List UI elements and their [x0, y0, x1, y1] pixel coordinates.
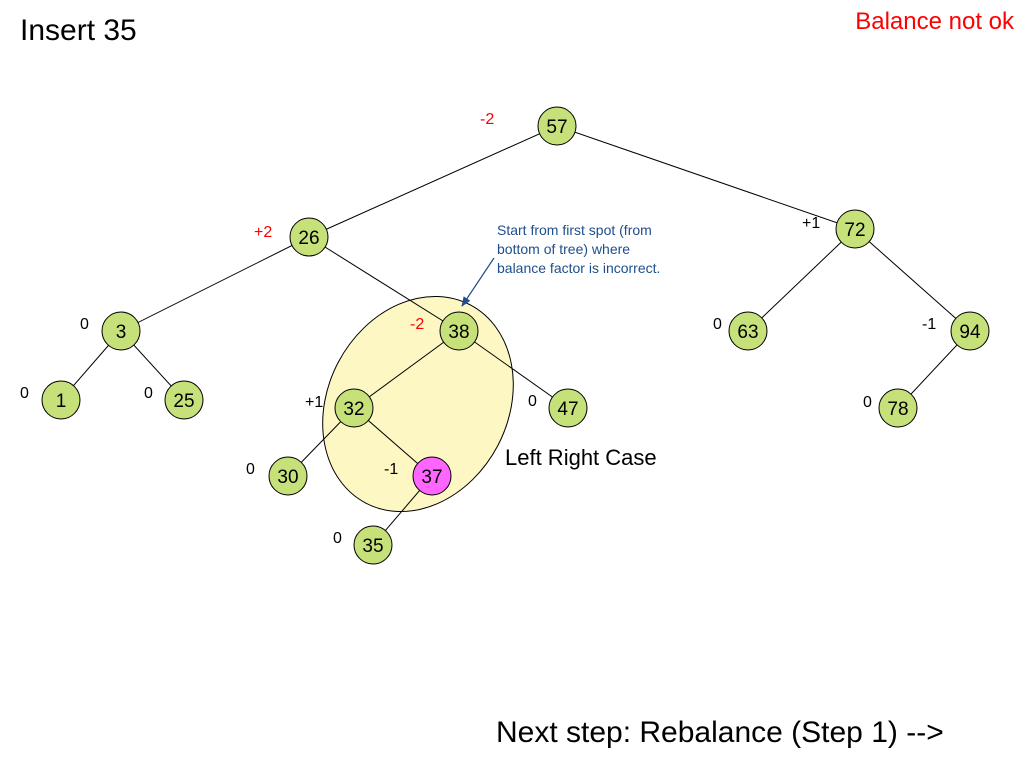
tree-node-37: 37 -1 — [384, 456, 452, 496]
node-circle — [537, 106, 577, 146]
tree-edge — [120, 236, 310, 332]
node-circle — [164, 380, 204, 420]
case-label: Left Right Case — [505, 445, 657, 470]
balance-factor: 0 — [144, 385, 153, 402]
tree-edge — [556, 125, 856, 230]
node-circle — [950, 311, 990, 351]
tree-edges — [60, 125, 971, 546]
annotation-line: bottom of tree) where — [497, 241, 630, 257]
node-circle — [101, 311, 141, 351]
node-value: 3 — [116, 322, 127, 343]
tree-edge — [854, 228, 971, 332]
next-step-link[interactable]: Next step: Rebalance (Step 1) --> — [496, 716, 944, 749]
node-circle — [412, 456, 452, 496]
balance-factor: 0 — [80, 316, 89, 333]
node-value: 37 — [421, 467, 442, 488]
balance-factor: 0 — [333, 530, 342, 547]
node-value: 26 — [298, 228, 319, 249]
node-value: 32 — [343, 399, 364, 420]
tree-node-63: 63 0 — [713, 311, 768, 351]
tree-node-78: 78 0 — [863, 388, 918, 428]
tree-edge — [458, 330, 569, 409]
node-value: 25 — [173, 391, 194, 412]
tree-node-47: 47 0 — [528, 388, 588, 428]
tree-node-25: 25 0 — [144, 380, 204, 420]
balance-factor: +2 — [254, 224, 272, 241]
node-circle — [439, 311, 479, 351]
tree-edge — [353, 330, 460, 409]
node-circle — [289, 217, 329, 257]
annotation-line: balance factor is incorrect. — [497, 260, 660, 276]
balance-factor: 0 — [528, 393, 537, 410]
node-value: 94 — [959, 322, 981, 343]
balance-factor: -1 — [384, 461, 398, 478]
node-value: 1 — [56, 391, 67, 412]
node-value: 78 — [887, 399, 908, 420]
tree-node-1: 10 — [20, 380, 81, 420]
balance-factor: -2 — [480, 111, 494, 128]
node-circle — [41, 380, 81, 420]
tree-node-26: 26 +2 — [254, 217, 329, 257]
balance-factor: 0 — [246, 461, 255, 478]
node-circle — [548, 388, 588, 428]
node-circle — [334, 388, 374, 428]
slide-title: Insert 35 — [20, 14, 137, 47]
tree-edge — [747, 228, 856, 332]
balance-status: Balance not ok — [855, 8, 1014, 35]
balance-factor: -2 — [410, 316, 424, 333]
balance-factor: 0 — [713, 316, 722, 333]
node-circle — [728, 311, 768, 351]
balance-factor: 0 — [20, 385, 29, 402]
node-value: 63 — [737, 322, 758, 343]
node-circle — [835, 209, 875, 249]
node-circle — [268, 456, 308, 496]
tree-edge — [308, 125, 558, 238]
node-value: 35 — [362, 536, 383, 557]
node-value: 72 — [844, 220, 865, 241]
balance-factor: 0 — [863, 394, 872, 411]
annotation-text: Start from first spot (from bottom of tre… — [497, 222, 660, 276]
annotation-line: Start from first spot (from — [497, 222, 652, 238]
tree-node-72: 72 +1 — [802, 209, 875, 249]
tree-node-32: 32 +1 — [305, 388, 374, 428]
balance-factor: -1 — [922, 316, 936, 333]
annotation-arrow — [461, 257, 495, 307]
node-circle — [878, 388, 918, 428]
node-value: 30 — [277, 467, 298, 488]
tree-node-38: 38 -2 — [410, 311, 479, 351]
rotation-subtree-highlight — [322, 295, 514, 513]
node-value: 57 — [546, 117, 567, 138]
node-value: 47 — [557, 399, 578, 420]
node-value: 38 — [448, 322, 469, 343]
tree-node-94: 94 -1 — [922, 311, 990, 351]
tree-node-3: 30 — [80, 311, 141, 351]
tree-edge — [308, 236, 460, 332]
tree-node-30: 30 0 — [246, 456, 308, 496]
node-circle — [353, 525, 393, 565]
tree-node-35: 35 0 — [333, 525, 393, 565]
balance-factor: +1 — [305, 394, 323, 411]
balance-factor: +1 — [802, 215, 820, 232]
tree-node-57: 57 -2 — [480, 106, 577, 146]
